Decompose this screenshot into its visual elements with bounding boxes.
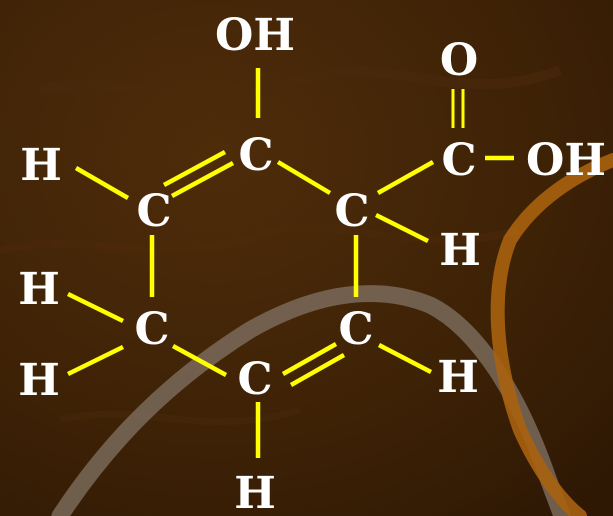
atom-c-ring-lower-left: C [134,304,169,355]
atom-h-mid-left: H [18,264,60,315]
atom-c-ring-upper-left: C [136,186,171,237]
bond-upper-right-carbon-to-carboxyl-carbon [376,160,435,195]
atom-h-lower-left: H [18,355,60,406]
orange-swoosh [490,153,613,516]
atom-c-ring-lower-right: C [338,304,373,355]
atom-labels: OH O C OH C C C C C C H H H H H H [18,10,606,516]
bond-upper-left-carbon-to-h [74,166,130,200]
atom-h-lower-right: H [437,352,479,403]
bond-upper-right-carbon-to-h [374,212,430,244]
atom-h-upper-left: H [20,140,62,191]
atom-c-ring-upper-right: C [334,186,369,237]
bond-bottom-carbon-to-lower-right-carbon-a [281,342,338,376]
atom-c-carboxyl: C [441,135,476,186]
bond-lower-right-carbon-to-h [377,343,433,374]
atom-c-ring-bottom: C [237,354,272,405]
atom-o-carbonyl: O [440,35,478,86]
bond-lower-left-carbon-to-bottom-carbon [171,344,228,377]
bond-top-carbon-to-upper-left-carbon-a [170,161,235,198]
bond-lower-left-carbon-to-h-upper [67,291,124,324]
bond-lower-left-carbon-to-h-lower [67,344,124,377]
bond-top-carbon-to-upper-left-carbon-b [162,150,227,187]
atom-h-bottom: H [234,468,276,516]
atom-oh-top: OH [215,10,295,61]
bond-top-carbon-to-upper-right-carbon [276,160,332,195]
atom-oh-acid: OH [526,135,606,186]
atom-c-ring-top: C [238,130,273,181]
atom-h-upper-right: H [439,225,481,276]
bond-lines [67,68,514,458]
bond-bottom-carbon-to-lower-right-carbon-b [289,353,346,387]
